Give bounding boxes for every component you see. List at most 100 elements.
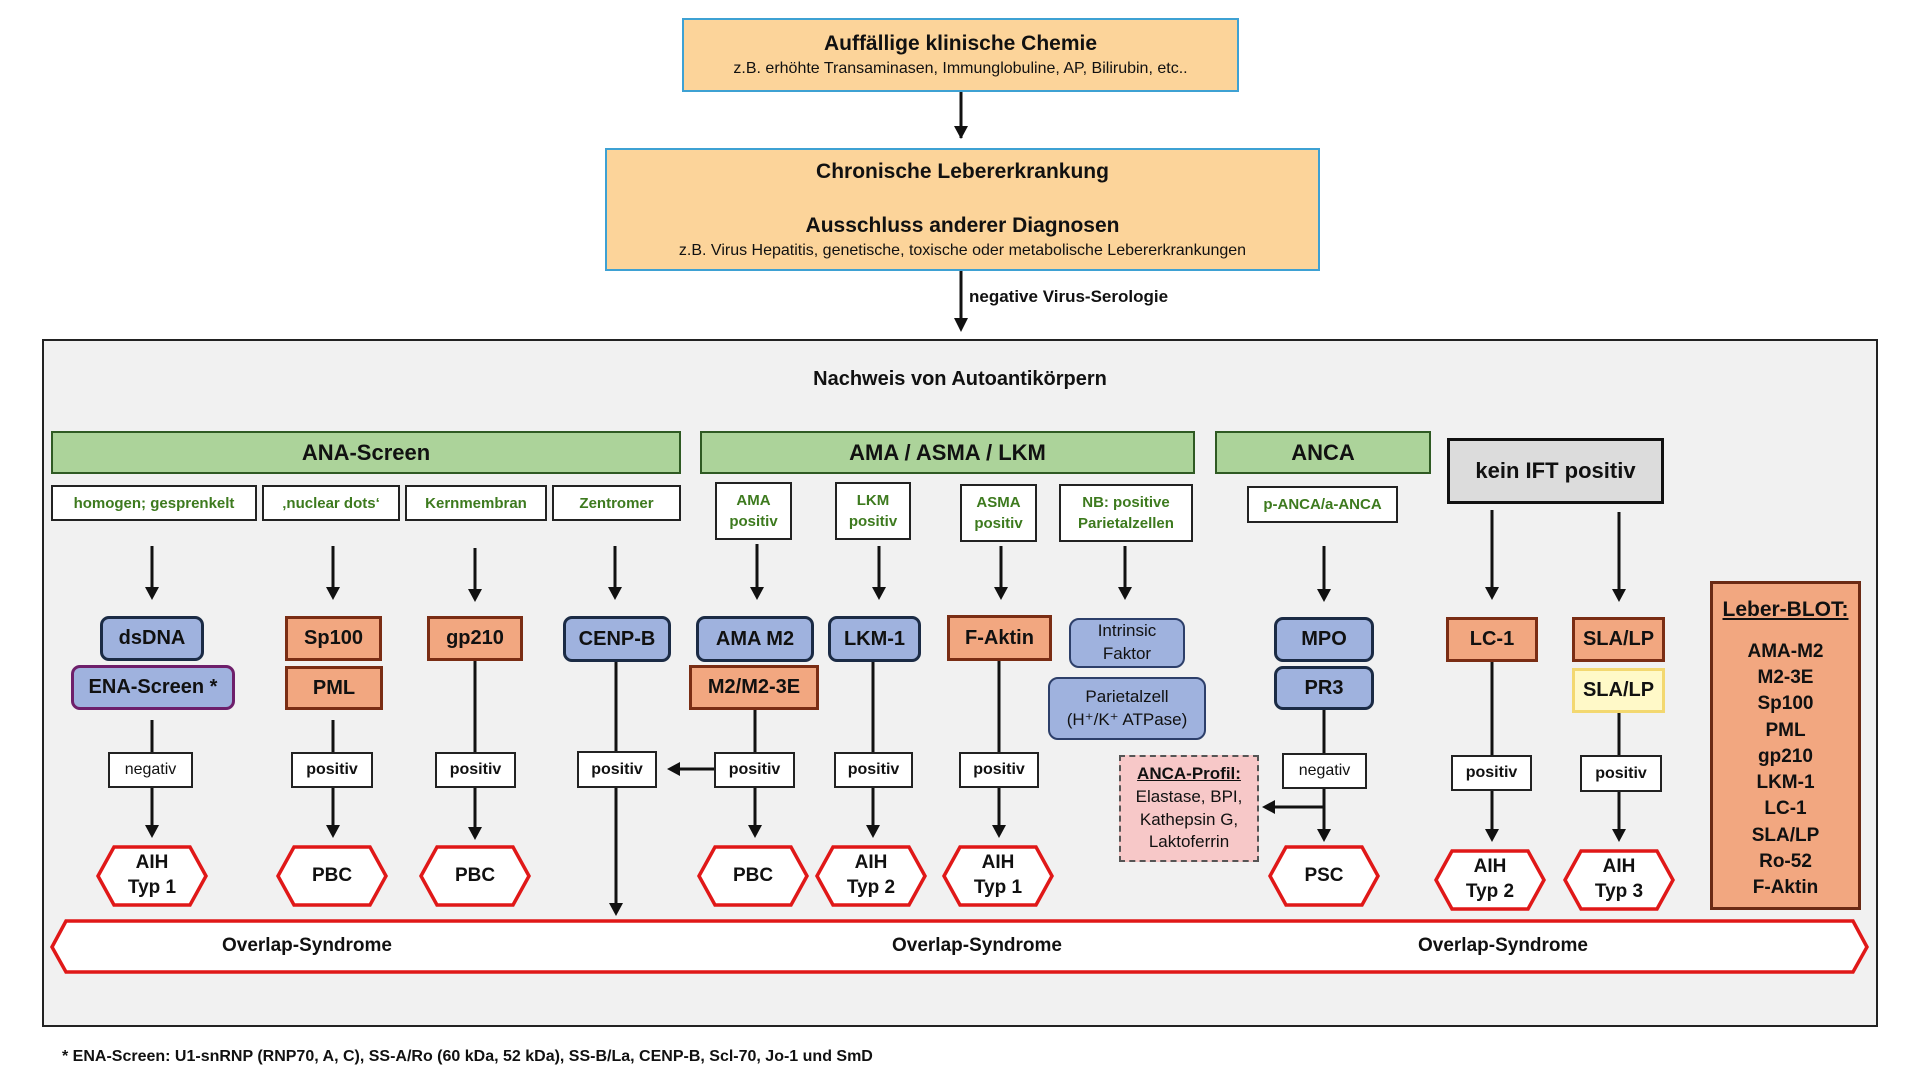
parietal-line1: Parietalzell (1085, 686, 1169, 706)
arrow-top-head (954, 126, 968, 139)
antigen-dsdna: dsDNA (100, 616, 204, 661)
liver-blot-item: Sp100 (1757, 693, 1814, 715)
arrow-head (1262, 800, 1275, 814)
arrow-head (145, 825, 159, 838)
intrinsic-line2: Faktor (1102, 644, 1152, 663)
diagnosis-line2: Typ 1 (973, 877, 1023, 898)
result-positiv-sla-lp: positiv (1580, 755, 1662, 792)
result-positiv-cenp-b: positiv (577, 751, 657, 788)
arrow-head (667, 762, 680, 776)
antigen-f-actin: F-Aktin (947, 615, 1052, 661)
diagnosis-hexagon: AIH Typ 2 (1434, 849, 1546, 911)
clinical-chemistry-title: Auffällige klinische Chemie (823, 32, 1098, 55)
antigen-parietal-cell: Parietalzell (H⁺/K⁺ ATPase) (1048, 677, 1206, 740)
antigen-sp100: Sp100 (285, 616, 382, 661)
diagnosis-line1: PBC (311, 864, 353, 886)
pattern-homogeneous: homogen; gesprenkelt (51, 485, 257, 521)
diagnosis-hexagon: PBC (697, 845, 809, 907)
exclusion-subtitle: z.B. Virus Hepatitis, genetische, toxisc… (678, 241, 1247, 259)
arrow-head (1612, 589, 1626, 602)
pattern-asma-line2: positiv (974, 515, 1023, 532)
footnote: * ENA-Screen: U1-snRNP (RNP70, A, C), SS… (62, 1048, 873, 1065)
arrow-head (468, 589, 482, 602)
liver-blot-item: LC-1 (1764, 798, 1807, 820)
pattern-lkm-line2: positiv (848, 513, 898, 530)
pattern-parietal-line1: NB: positive (1082, 494, 1170, 511)
result-positiv-asma: positiv (959, 752, 1039, 788)
liver-blot-item: Ro-52 (1759, 850, 1812, 872)
pattern-centromere: Zentromer (552, 485, 681, 521)
negative-serology-label: negative Virus-Serologie (969, 287, 1169, 306)
diagnosis-line1: AIH (1473, 856, 1507, 878)
arrow-head (608, 587, 622, 600)
liver-blot-title: Leber-BLOT: (1722, 598, 1849, 621)
clinical-chemistry-box: Auffällige klinische Chemie z.B. erhöhte… (682, 18, 1239, 92)
arrow-head (468, 827, 482, 840)
anca-profile-line3: Laktoferrin (1148, 832, 1230, 852)
antigen-pr3: PR3 (1274, 666, 1374, 710)
antigen-sla-lp: SLA/LP (1572, 617, 1665, 662)
antigen-intrinsic-factor: Intrinsic Faktor (1069, 618, 1185, 668)
antigen-sla-lp-weak: SLA/LP (1572, 668, 1665, 713)
arrow-head (1317, 589, 1331, 602)
result-positiv-lc-1: positiv (1451, 755, 1532, 791)
diagnosis-line1: PSC (1304, 864, 1344, 886)
liver-blot-item: LKM-1 (1756, 772, 1815, 794)
pattern-lkm-positive: LKM positiv (835, 482, 911, 540)
diagnosis-hexagon: AIH Typ 2 (815, 845, 927, 907)
overlap-syndrome-band (50, 919, 1869, 974)
intrinsic-line1: Intrinsic (1097, 621, 1157, 641)
arrow-head (1612, 829, 1626, 842)
antigen-cenp-b: CENP-B (563, 616, 671, 662)
arrow-head (145, 587, 159, 600)
antigen-gp210: gp210 (427, 616, 523, 661)
result-positiv-ama: positiv (714, 752, 795, 788)
diagnosis-line1: PBC (732, 864, 774, 886)
header-anca: ANCA (1215, 431, 1431, 474)
diagnosis-line2: Typ 2 (1465, 881, 1515, 902)
antigen-ena-screen: ENA-Screen * (71, 665, 235, 710)
header-ana-screen: ANA-Screen (51, 431, 681, 474)
exclusion-title: Ausschluss anderer Diagnosen (805, 213, 1120, 237)
antigen-mpo: MPO (1274, 617, 1374, 662)
pattern-nuclear-membrane: Kernmembran (405, 485, 547, 521)
liver-blot-item: AMA-M2 (1747, 640, 1824, 662)
liver-blot-item: M2-3E (1757, 667, 1814, 689)
liver-blot-item: F-Aktin (1752, 876, 1819, 898)
pattern-ama-line1: AMA (736, 492, 771, 509)
arrow-head (1118, 587, 1132, 600)
chronic-liver-disease-title: Chronische Lebererkrankung (816, 159, 1109, 183)
overlap-label-right: Overlap-Syndrome (1418, 935, 1588, 956)
pattern-ama-positive: AMA positiv (715, 482, 792, 540)
arrow-head (326, 825, 340, 838)
result-negativ-dsdna: negativ (108, 752, 193, 788)
antigen-m2-m2-3e: M2/M2-3E (689, 665, 819, 710)
arrow-head (1317, 829, 1331, 842)
arrow-head (872, 587, 886, 600)
pattern-nuclear-dots: ‚nuclear dots‘ (262, 485, 400, 521)
diagnosis-line1: AIH (981, 852, 1015, 874)
arrow-head (326, 587, 340, 600)
header-ama-asma-lkm: AMA / ASMA / LKM (700, 431, 1195, 474)
autoantibody-title: Nachweis von Autoantikörpern (813, 368, 1107, 390)
arrow-head (1485, 587, 1499, 600)
diagnosis-line1: AIH (854, 852, 888, 874)
pattern-asma-positive: ASMA positiv (960, 484, 1037, 542)
arrow-head (750, 587, 764, 600)
result-positiv-sp100: positiv (291, 752, 373, 788)
result-positiv-lkm: positiv (834, 752, 913, 788)
parietal-line2: (H⁺/K⁺ ATPase) (1066, 709, 1188, 729)
diagnosis-line2: Typ 2 (846, 877, 896, 898)
liver-blot-item: SLA/LP (1751, 824, 1820, 846)
pattern-ama-line2: positiv (729, 513, 778, 530)
anca-profile-line2: Kathepsin G, (1139, 809, 1239, 829)
anca-profile-box: ANCA-Profil: Elastase, BPI, Kathepsin G,… (1119, 755, 1259, 862)
diagnosis-line1: AIH (135, 852, 169, 874)
arrow-head (992, 825, 1006, 838)
liver-blot-item: gp210 (1758, 745, 1813, 767)
arrow-head (866, 825, 880, 838)
pattern-anca: p-ANCA/a-ANCA (1247, 486, 1398, 523)
diagnosis-hexagon: AIH Typ 1 (942, 845, 1054, 907)
